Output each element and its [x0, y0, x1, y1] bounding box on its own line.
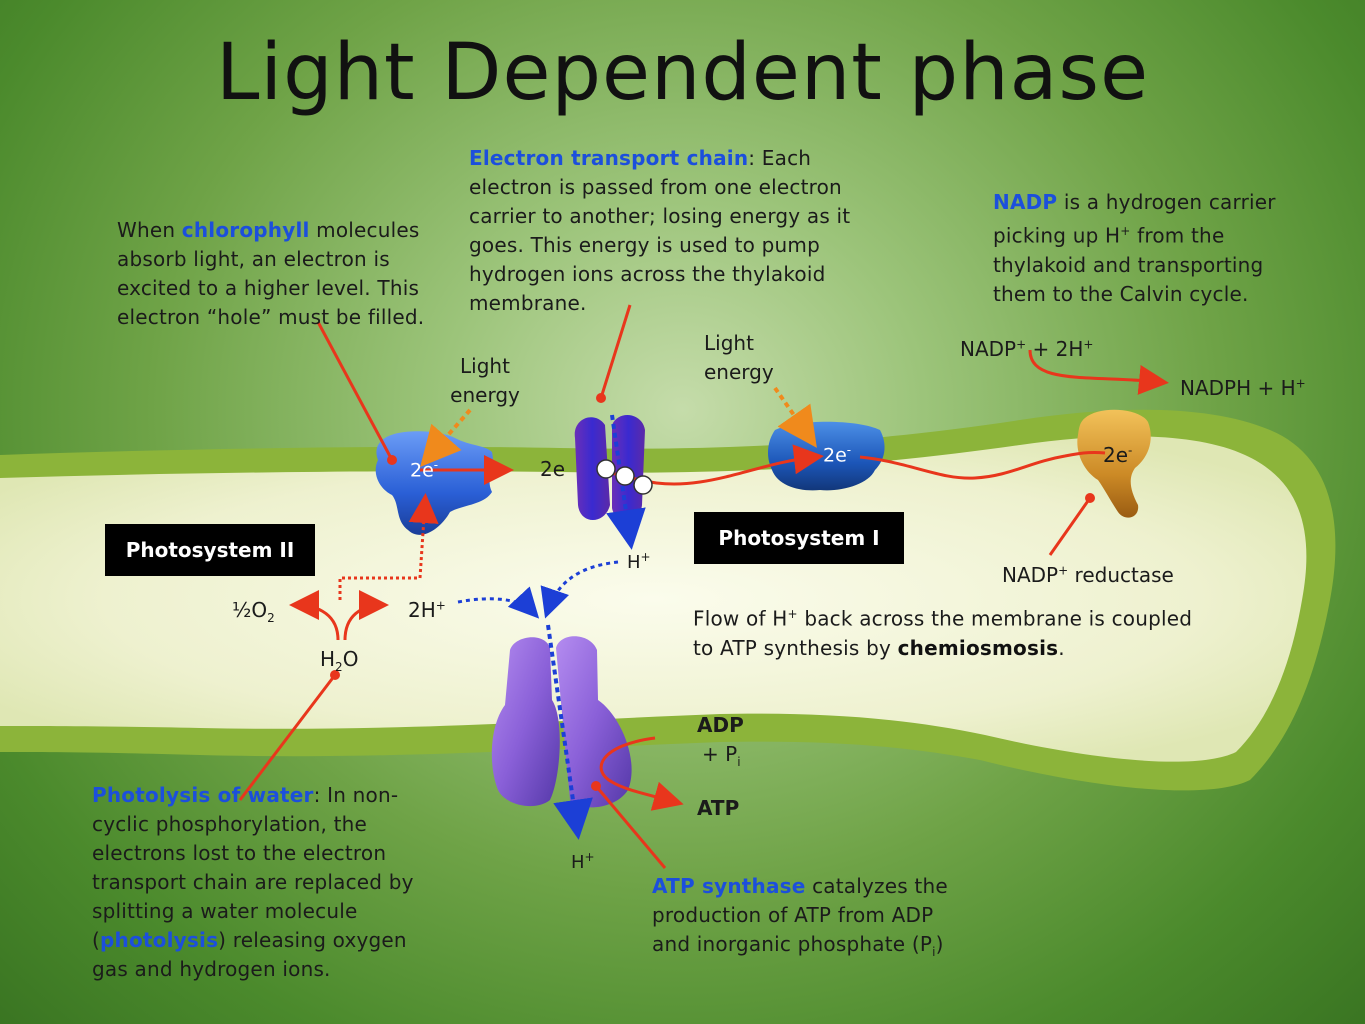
photolysis-note: Photolysis of water: In non-cyclic phosp…: [92, 783, 414, 981]
light-energy-label-2: Light energy: [704, 331, 774, 384]
pi-label: + Pi: [702, 742, 741, 769]
nadph-label: NADPH + H+: [1180, 376, 1306, 400]
nadp-plus-label: NADP+ + 2H+: [960, 337, 1094, 361]
light-energy-label-1: Light energy: [450, 354, 520, 407]
chlorophyll-note: When chlorophyll molecules absorb light,…: [117, 218, 425, 329]
synthase-pointer: [594, 785, 667, 869]
electron-label-ps1: 2e-: [823, 443, 852, 467]
atp-synthase-note: ATP synthase catalyzes the production of…: [652, 874, 948, 959]
etc-pointer: [599, 304, 632, 399]
chemiosmosis-note: Flow of H+ back across the membrane is c…: [693, 606, 1193, 660]
nadp-reductase-label: NADP+ reductase: [1002, 563, 1174, 587]
nadp-note: NADP is a hydrogen carrier picking up H+…: [993, 190, 1276, 306]
oxygen-label: ½O2: [232, 598, 275, 625]
etc-note: Electron transport chain: Each electron …: [469, 146, 851, 315]
h-plus-label-bottom: H+: [571, 850, 595, 873]
electron-label-reductase: 2e-: [1103, 443, 1133, 467]
photosystem-2-protein: [375, 431, 493, 535]
photosystem-2-label: Photosystem II: [105, 524, 315, 576]
chlorophyll-pointer: [316, 321, 394, 461]
adp-label: ADP: [697, 713, 744, 737]
electron-label-ps2: 2e-: [410, 458, 439, 482]
two-h-plus-label: 2H+: [408, 598, 446, 622]
atp-synthase-protein: [491, 636, 632, 808]
photolysis-pointer: [238, 674, 337, 801]
photosystem-1-label: Photosystem I: [694, 512, 904, 564]
page-title: Light Dependent phase: [215, 28, 1150, 118]
nadp-reductase-protein: [1077, 409, 1151, 518]
electron-label-cytochrome: 2e: [540, 457, 566, 481]
atp-label: ATP: [697, 796, 740, 820]
thylakoid-membrane: [0, 409, 1336, 791]
h-plus-label-top: H+: [627, 550, 651, 573]
water-label: H2O: [320, 647, 359, 674]
reductase-pointer: [1048, 497, 1092, 556]
